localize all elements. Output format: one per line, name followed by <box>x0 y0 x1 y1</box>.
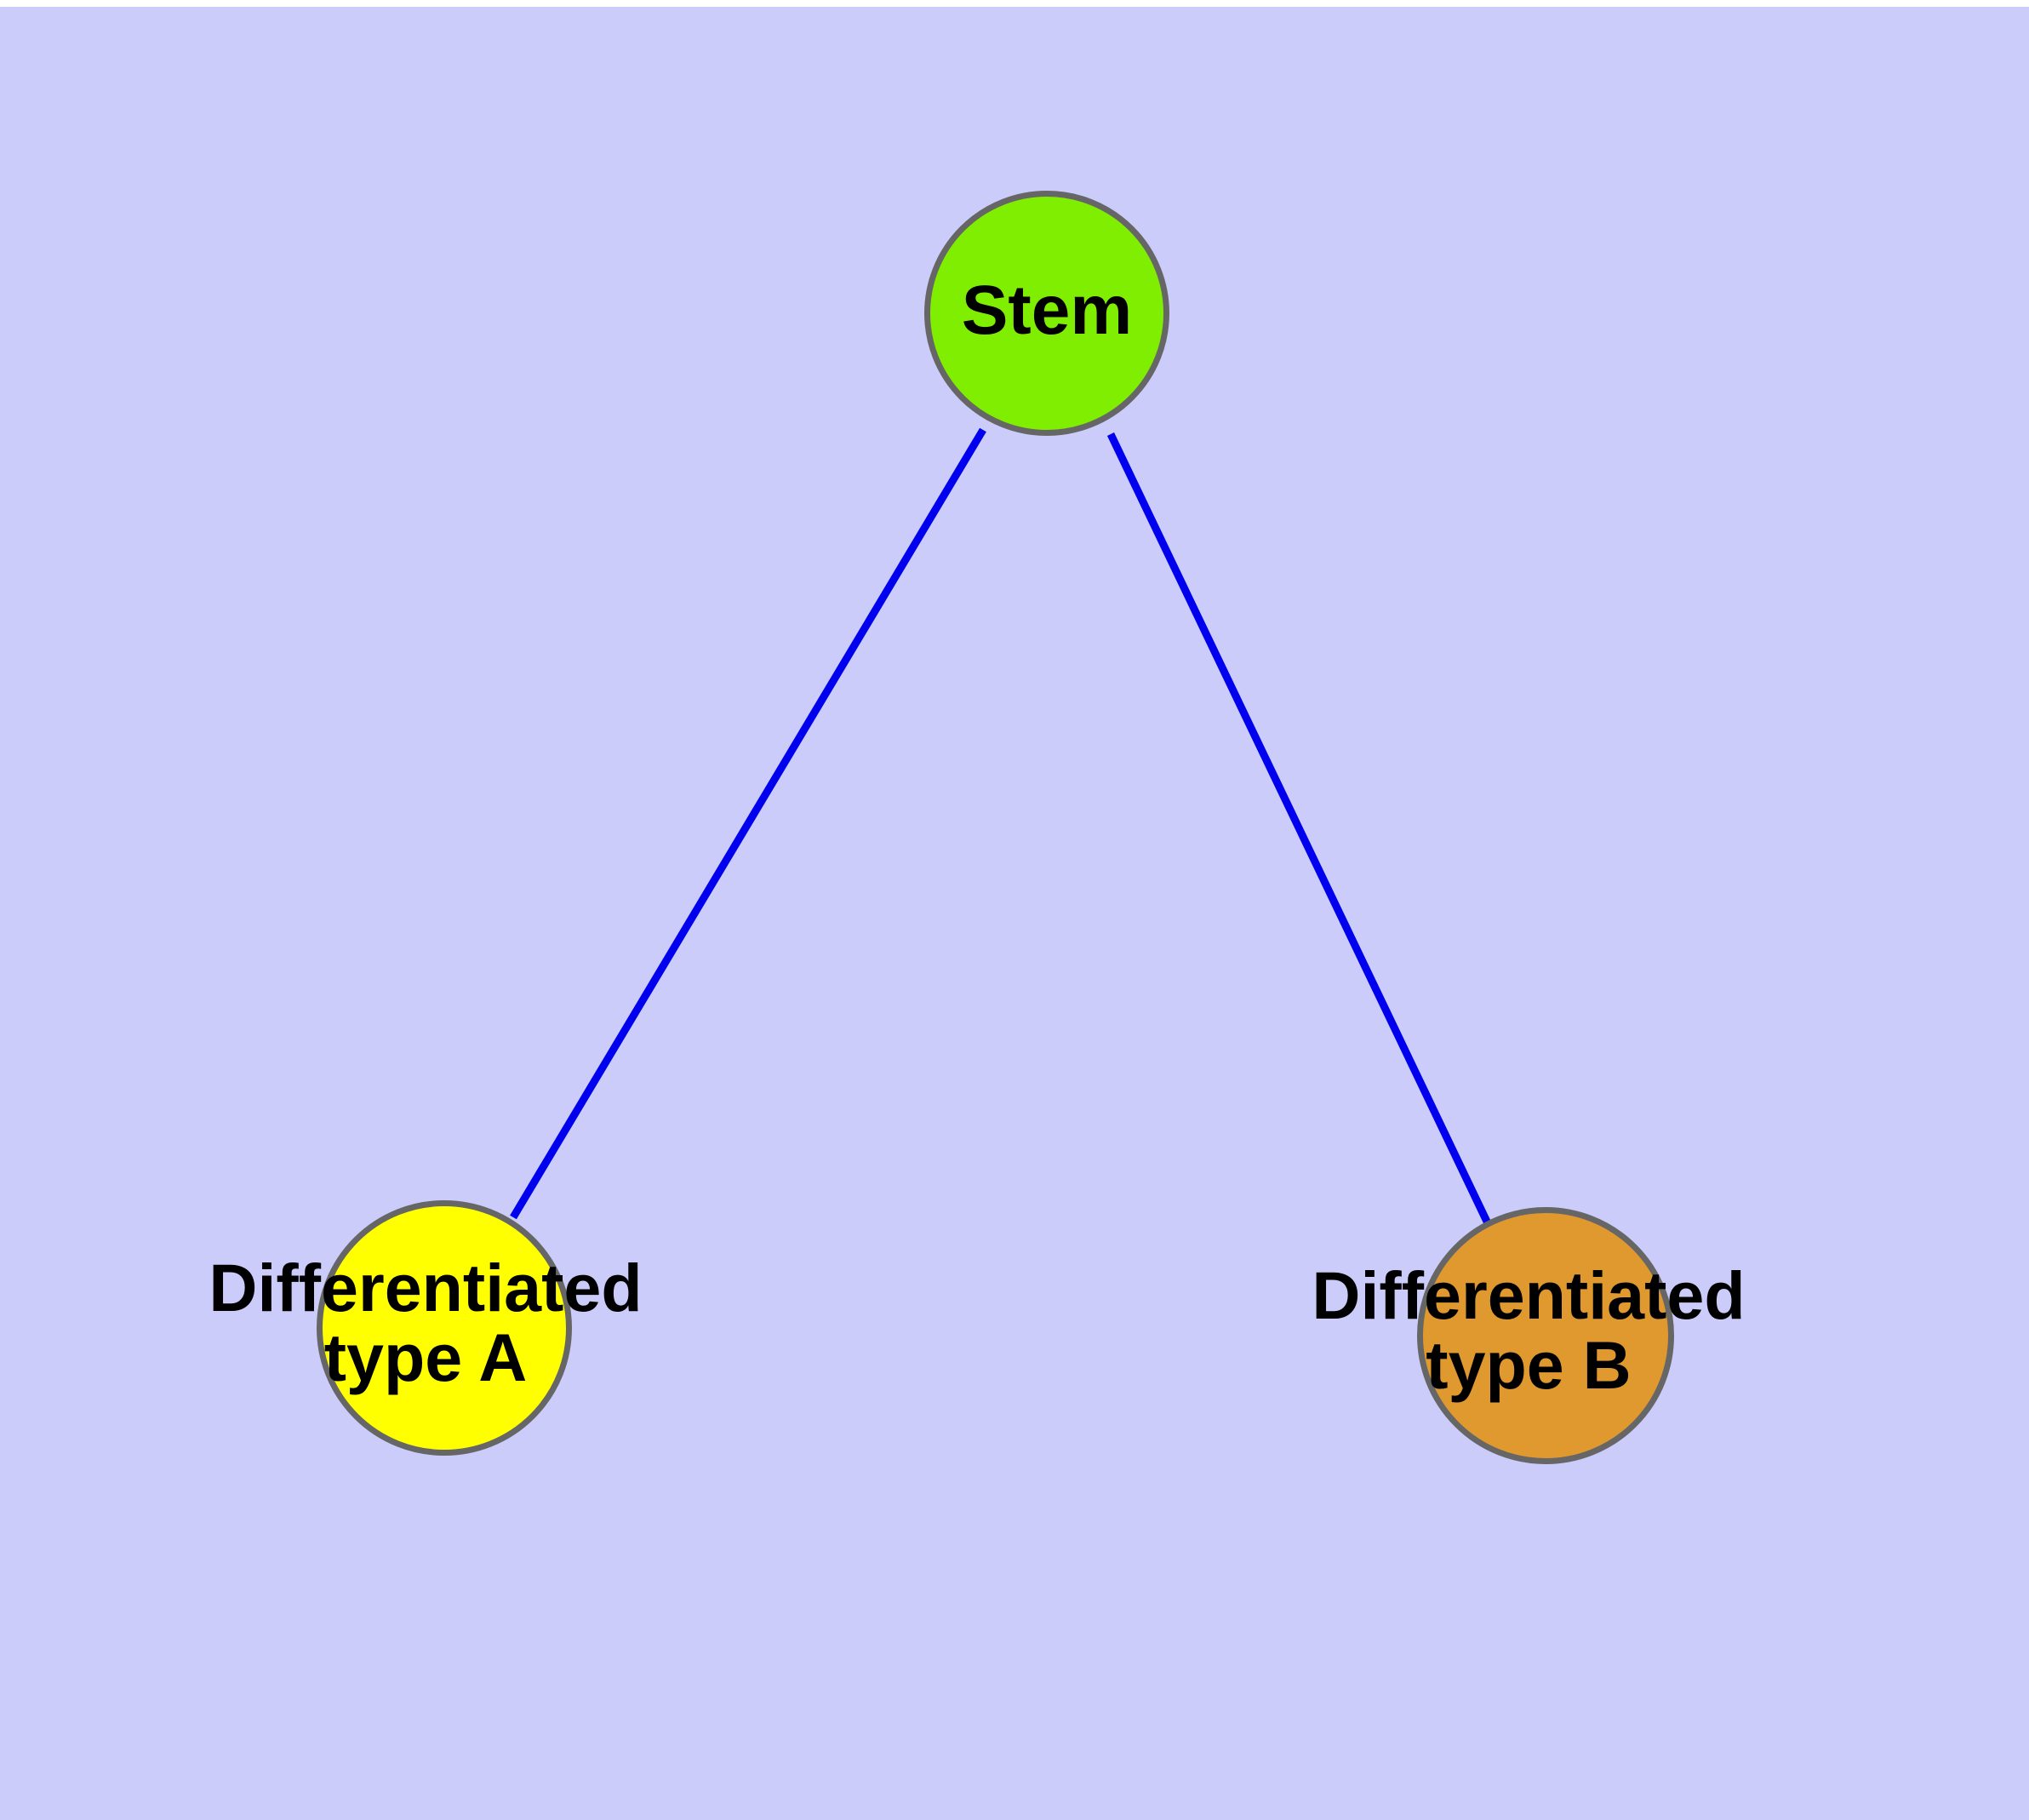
node-differentiated-type-b[interactable] <box>1417 1207 1674 1464</box>
node-differentiated-type-a[interactable] <box>317 1200 572 1456</box>
edge-layer <box>510 427 1492 1225</box>
edge-stem-to-differentiated-type-b[interactable] <box>1106 432 1492 1225</box>
node-layer <box>317 191 1674 1464</box>
node-stem[interactable] <box>924 191 1169 436</box>
edge-stem-to-differentiated-type-a[interactable] <box>510 427 986 1220</box>
